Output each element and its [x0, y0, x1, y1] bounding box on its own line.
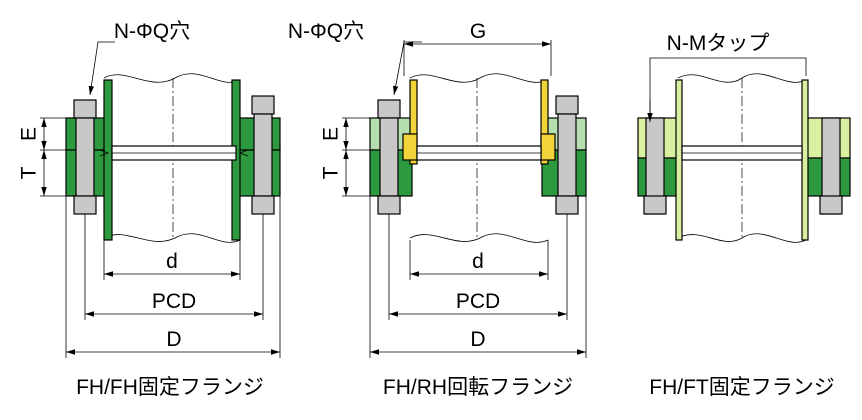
caption-fh-ft: FH/FT固定フランジ — [649, 376, 834, 399]
dim-pcd-label: PCD — [456, 290, 500, 313]
bolt-nut-bottom — [73, 195, 97, 215]
dim-g-label: G — [470, 20, 486, 43]
diagram-fh-fh: N-ΦQ穴 E T d PCD D FH/FH固定フランジ — [18, 20, 281, 399]
tap-label: N-Mタップ — [667, 32, 770, 55]
left-tapped-flange — [637, 79, 683, 241]
dim-d-outer-label: D — [166, 328, 181, 351]
diagram-fh-ft: N-Mタップ FH/FT固定フランジ — [637, 32, 851, 399]
dim-t-label: T — [320, 166, 343, 179]
bolt-head-top — [73, 99, 97, 119]
bolt-shank — [75, 117, 95, 197]
right-flange — [231, 79, 281, 241]
dim-t-label: T — [18, 166, 41, 179]
dim-pcd-label: PCD — [152, 290, 196, 313]
dim-d-outer-label: D — [470, 328, 485, 351]
dim-e-label: E — [320, 127, 343, 141]
left-rotating-flange — [369, 79, 418, 215]
dim-d-label: d — [472, 250, 484, 273]
dim-d-label: d — [166, 250, 178, 273]
pipe-top-wave — [103, 73, 241, 83]
left-flange — [65, 79, 113, 241]
caption-fh-rh: FH/RH回転フランジ — [383, 376, 573, 399]
caption-fh-fh: FH/FH固定フランジ — [76, 376, 264, 399]
dim-e-label: E — [18, 127, 41, 141]
diagram-fh-rh: N-ΦQ穴 G E T d PCD D FH/RH回転フランジ — [288, 20, 587, 399]
lap-joint-yellow — [409, 79, 418, 165]
right-rotating-flange — [540, 79, 587, 215]
hole-label: N-ΦQ穴 — [288, 20, 364, 43]
hole-label: N-ΦQ穴 — [114, 20, 190, 43]
pipe-bottom-wave — [103, 233, 241, 243]
right-tapped-flange — [801, 79, 851, 241]
